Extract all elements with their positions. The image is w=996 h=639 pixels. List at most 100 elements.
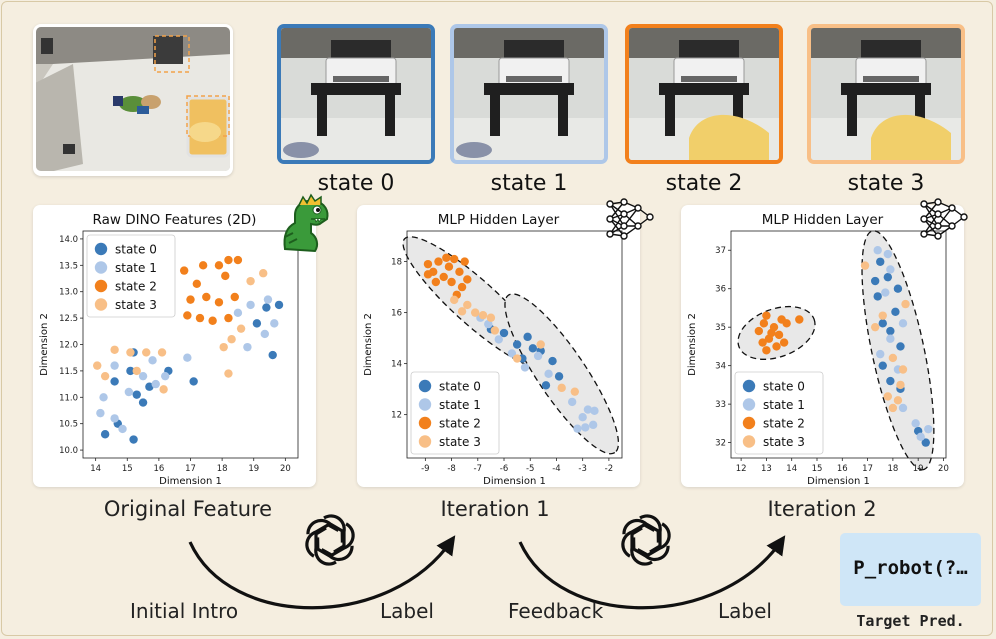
data-point-state3 [570, 387, 580, 396]
data-point-state0 [541, 381, 551, 390]
data-point-state1 [873, 246, 882, 255]
data-point-state1 [484, 319, 493, 329]
data-point-state0 [921, 438, 930, 447]
data-point-state0 [873, 292, 882, 301]
data-point-state2 [779, 338, 789, 347]
data-point-state1 [916, 432, 925, 442]
y-tick-label: 12.5 [59, 314, 78, 324]
data-point-state3 [110, 345, 119, 354]
axes-frame [406, 230, 623, 459]
y-tick-label: 18 [391, 258, 402, 268]
legend-label: state 3 [115, 298, 157, 312]
data-point-state1 [876, 349, 885, 359]
data-point-state2 [198, 261, 208, 270]
data-point-state3 [512, 354, 522, 363]
x-tick-label: 20 [280, 464, 291, 474]
data-point-state3 [478, 310, 488, 320]
dino-mascot-icon [283, 193, 329, 253]
data-point-state3 [100, 371, 110, 381]
data-point-state0 [548, 356, 557, 366]
x-tick-label: 17 [185, 464, 196, 474]
data-point-state3 [132, 366, 141, 376]
data-point-state3 [126, 348, 135, 357]
data-point-state1 [590, 406, 599, 416]
x-tick-label: 20 [938, 464, 949, 474]
legend-box [86, 234, 176, 318]
data-point-state0 [886, 376, 895, 386]
data-point-state3 [888, 403, 898, 413]
data-point-state2 [423, 259, 433, 269]
data-point-state1 [246, 300, 255, 310]
legend-label: state 1 [439, 398, 481, 412]
data-point-state3 [490, 326, 500, 335]
y-tick-label: 11.5 [59, 367, 78, 377]
data-point-state1 [118, 424, 127, 434]
data-point-state0 [883, 272, 893, 282]
data-point-state2 [759, 319, 769, 328]
data-point-state3 [883, 392, 893, 401]
legend-marker [742, 379, 756, 393]
y-tick-label: 10.0 [59, 446, 78, 456]
legend-marker [742, 416, 756, 430]
y-tick-label: 16 [391, 309, 402, 319]
data-point-state1 [260, 329, 270, 339]
data-point-state1 [110, 361, 119, 370]
data-point-state3 [449, 295, 459, 305]
y-tick-label: 36 [715, 285, 726, 295]
label-feedback: Feedback [508, 599, 604, 623]
data-point-state1 [881, 288, 890, 297]
data-point-state2 [762, 311, 771, 320]
panel-title: MLP Hidden Layer [761, 212, 884, 228]
data-point-state3 [536, 340, 545, 349]
y-tick-label: 32 [715, 439, 726, 449]
data-point-state3 [870, 322, 880, 332]
data-point-state2 [195, 313, 205, 323]
x-tick-label: -8 [447, 464, 455, 474]
data-point-state2 [758, 338, 767, 347]
cluster-ellipse [861, 230, 935, 471]
legend-marker [418, 416, 432, 430]
x-tick-label: 18 [217, 464, 228, 474]
data-point-state0 [878, 319, 887, 328]
data-point-state1 [520, 363, 530, 372]
data-point-state0 [878, 361, 887, 370]
legend-box [410, 371, 500, 455]
x-tick-label: 15 [812, 464, 823, 474]
data-point-state0 [876, 257, 885, 266]
data-point-state2 [423, 270, 433, 279]
data-point-state1 [567, 397, 577, 407]
data-point-state0 [100, 430, 110, 439]
axes-frame [730, 230, 947, 459]
data-point-state2 [442, 253, 451, 262]
x-tick-label: 12 [736, 464, 747, 474]
legend-box [734, 371, 824, 455]
data-point-state0 [893, 284, 903, 293]
panel-title: MLP Hidden Layer [437, 212, 560, 228]
label-initial-intro: Initial Intro [130, 599, 239, 623]
neural-network-icon [920, 198, 968, 240]
data-point-state1 [898, 319, 908, 328]
data-point-state3 [157, 348, 167, 357]
data-point-state2 [431, 277, 441, 287]
legend-label: state 0 [439, 380, 481, 394]
data-point-state3 [888, 353, 898, 363]
x-tick-label: 14 [786, 464, 797, 474]
data-point-state1 [544, 369, 553, 379]
data-point-state3 [470, 308, 480, 317]
data-point-state3 [860, 261, 870, 270]
data-point-state3 [159, 385, 168, 394]
data-point-state2 [774, 330, 784, 340]
data-point-state3 [259, 269, 268, 278]
data-point-state3 [227, 335, 236, 344]
legend-marker [94, 279, 108, 293]
data-point-state3 [93, 361, 102, 370]
data-point-state1 [588, 420, 598, 430]
data-point-state0 [145, 382, 154, 391]
legend-marker [418, 435, 432, 448]
x-axis-label: Dimension 1 [159, 476, 222, 487]
openai-logo-icon [300, 514, 360, 566]
